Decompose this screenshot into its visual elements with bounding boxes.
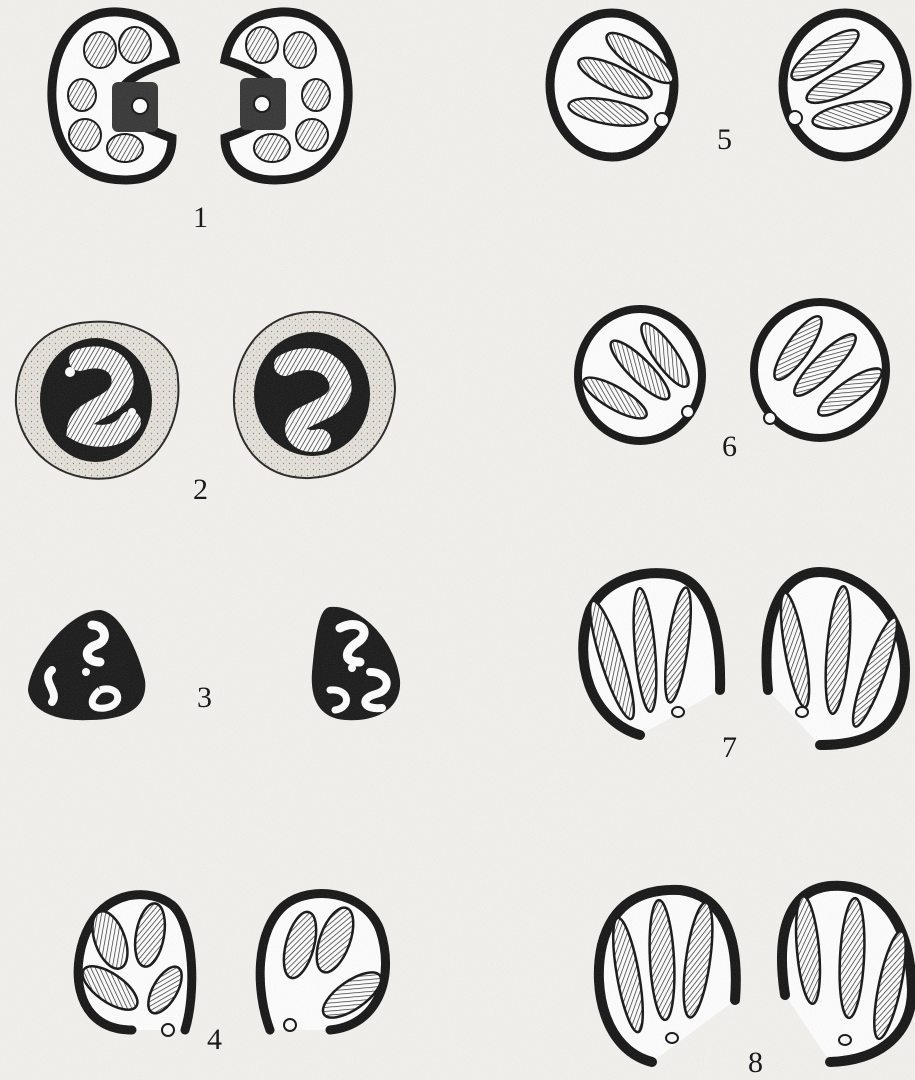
figure-label-6: 6 [722, 432, 737, 462]
figure-label-8: 8 [748, 1048, 763, 1078]
figure-label-2: 2 [193, 475, 208, 505]
figure-label-3: 3 [197, 683, 212, 713]
figure-label-4: 4 [207, 1025, 222, 1055]
figure-label-7: 7 [722, 733, 737, 763]
figure-label-1: 1 [193, 203, 208, 233]
figure-label-5: 5 [717, 125, 732, 155]
